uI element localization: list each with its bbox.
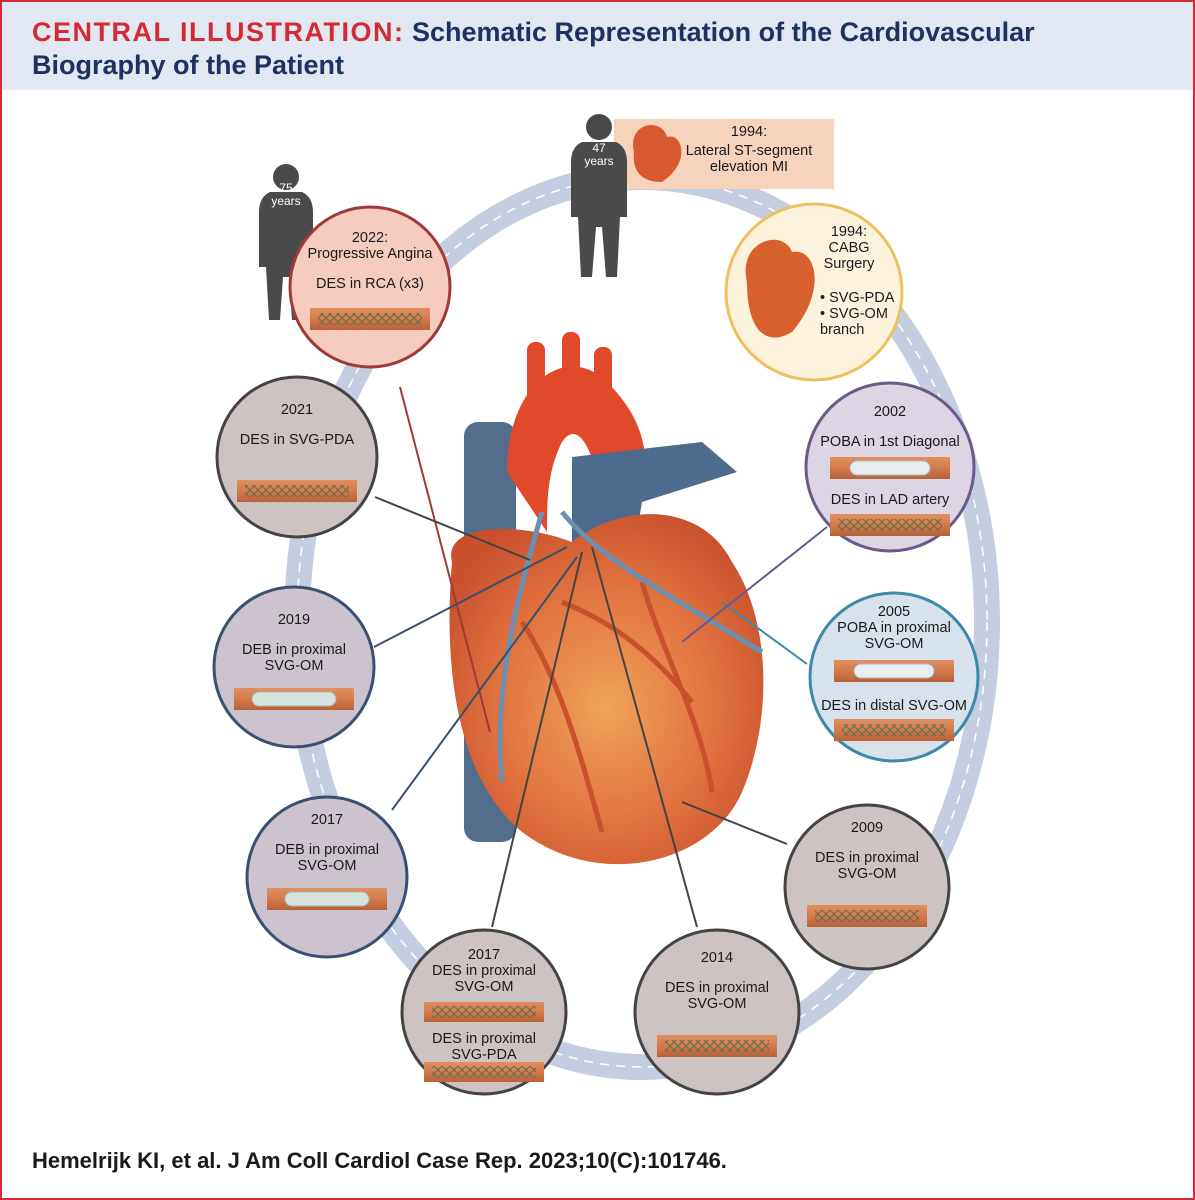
- event-2019-text: 2019 DEB in proximal SVG-OM: [239, 612, 349, 674]
- event-year: 1994:: [730, 124, 768, 140]
- person-75-label: 75 years: [269, 182, 303, 208]
- event-2005-text-2: DES in distal SVG-OM: [814, 698, 974, 714]
- event-procedure: POBA in proximal SVG-OM: [837, 620, 951, 652]
- header-bar: CENTRAL ILLUSTRATION: Schematic Represen…: [2, 2, 1193, 90]
- age-75: 75: [279, 181, 293, 195]
- connector-2017a: [391, 556, 578, 811]
- age-unit: years: [271, 194, 301, 208]
- graft-item: • SVG-PDA: [820, 290, 895, 306]
- connector-2005: [721, 601, 808, 665]
- person-47-label: 47 years: [582, 142, 616, 168]
- event-2014: [633, 928, 801, 1096]
- aortic-branch: [562, 332, 580, 387]
- event-2005-text: 2005 POBA in proximal SVG-OM: [824, 604, 964, 652]
- connector-2022: [399, 386, 491, 733]
- event-description: Lateral ST-segment elevation MI: [685, 143, 813, 175]
- balloon: [284, 891, 370, 907]
- event-subtitle: Progressive Angina: [307, 246, 433, 262]
- aortic-branch: [594, 347, 612, 397]
- event-2017b-text: 2017 DES in proximal SVG-OM: [424, 947, 544, 995]
- event-2014-text: 2014 DES in proximal SVG-OM: [657, 950, 777, 1012]
- event-year: 2021: [280, 402, 314, 418]
- event-year: 2019: [277, 612, 311, 628]
- connector-lines: [373, 386, 828, 928]
- event-1994-cabg-text: 1994: CABG Surgery: [814, 224, 884, 272]
- event-2022: [288, 205, 452, 369]
- event-2017a-text: 2017 DEB in proximal SVG-OM: [272, 812, 382, 874]
- event-2002: [804, 381, 976, 553]
- event-2017b: [400, 928, 568, 1096]
- connector-2019: [373, 546, 568, 648]
- event-procedure: DES in distal SVG-OM: [821, 698, 967, 714]
- event-2021: [215, 375, 379, 539]
- event-procedure: DEB in proximal SVG-OM: [242, 642, 346, 674]
- age-unit: years: [584, 154, 614, 168]
- event-1994-mi: [614, 119, 834, 189]
- balloon: [251, 691, 337, 707]
- heart-thumbnail: [633, 125, 682, 182]
- balloon: [853, 663, 935, 679]
- citation: Hemelrijk KI, et al. J Am Coll Cardiol C…: [32, 1148, 727, 1173]
- event-1994-cabg: [724, 202, 904, 382]
- person-47-silhouette: [571, 114, 627, 277]
- stent: [318, 313, 422, 325]
- event-year: 2017: [467, 947, 501, 963]
- balloon: [849, 460, 931, 476]
- event-year: 2017: [310, 812, 344, 828]
- event-procedure: DES in proximal SVG-OM: [665, 980, 769, 1012]
- illustration: [212, 114, 1000, 1096]
- heart-thumbnail: [745, 239, 815, 338]
- stent: [815, 910, 919, 922]
- event-2017a: [245, 795, 409, 959]
- event-year: 2014: [700, 950, 734, 966]
- event-procedure: DES in RCA (x3): [316, 276, 424, 292]
- event-2021-text: 2021 DES in SVG-PDA: [227, 402, 367, 448]
- connector-2017b: [491, 551, 583, 928]
- event-2002-text-2: DES in LAD artery: [810, 492, 970, 508]
- bypass-grafts: [497, 510, 764, 783]
- graft-list: • SVG-PDA • SVG-OM branch: [820, 290, 904, 338]
- event-2017b-text-2: DES in proximal SVG-PDA: [424, 1031, 544, 1063]
- event-description: CABG Surgery: [823, 240, 875, 272]
- event-procedure: DEB in proximal SVG-OM: [275, 842, 379, 874]
- event-year: 2002: [873, 404, 907, 420]
- event-2002-text: 2002 POBA in 1st Diagonal: [810, 404, 970, 450]
- event-year: 2009: [850, 820, 884, 836]
- connector-2014: [591, 546, 698, 928]
- stent: [432, 1066, 536, 1078]
- connector-2009: [681, 801, 788, 845]
- title-lead: CENTRAL ILLUSTRATION:: [32, 17, 405, 47]
- event-2019: [212, 585, 376, 749]
- event-procedure: DES in proximal SVG-PDA: [432, 1031, 536, 1063]
- stent: [665, 1040, 769, 1052]
- stent: [432, 1006, 536, 1018]
- event-2009-text: 2009 DES in proximal SVG-OM: [807, 820, 927, 882]
- event-procedure: POBA in 1st Diagonal: [820, 434, 960, 450]
- connector-2002: [681, 526, 828, 643]
- title-text: Schematic Representation of the Cardiova…: [32, 17, 1035, 80]
- event-year: 1994:: [830, 224, 868, 240]
- aortic-branch: [527, 342, 545, 402]
- stent: [245, 485, 349, 497]
- event-procedure: DES in LAD artery: [830, 492, 950, 508]
- stent: [842, 724, 946, 736]
- coronary-arteries: [519, 581, 715, 833]
- event-year: 2022:: [351, 230, 389, 246]
- event-2005: [808, 591, 980, 763]
- event-2022-text: 2022: Progressive Angina DES in RCA (x3): [305, 230, 435, 292]
- age-47: 47: [592, 141, 606, 155]
- figure-title: CENTRAL ILLUSTRATION: Schematic Represen…: [32, 16, 1172, 82]
- event-2009: [783, 803, 951, 971]
- event-year: 2005: [877, 604, 911, 620]
- event-procedure: DES in SVG-PDA: [239, 432, 355, 448]
- connector-2021: [374, 496, 531, 561]
- stent: [838, 519, 942, 531]
- graft-item: • SVG-OM branch: [820, 306, 888, 338]
- event-1994-mi-text: 1994: Lateral ST-segment elevation MI: [674, 124, 824, 175]
- event-procedure: DES in proximal SVG-OM: [432, 963, 536, 995]
- event-procedure: DES in proximal SVG-OM: [815, 850, 919, 882]
